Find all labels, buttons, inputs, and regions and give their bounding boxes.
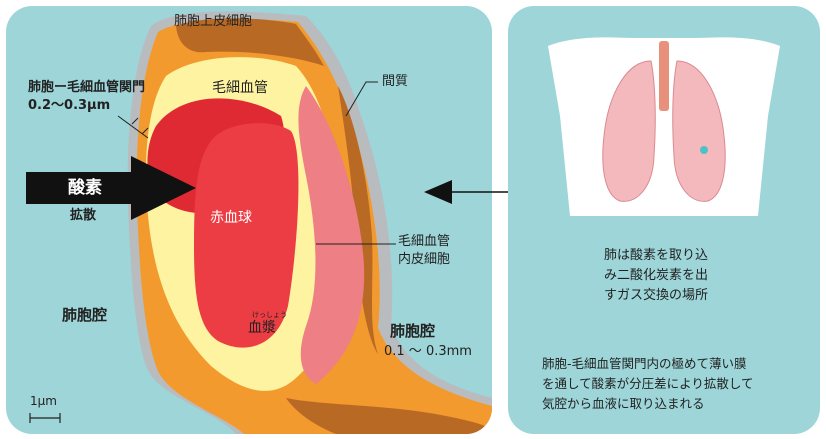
interstitium-label: 間質: [382, 74, 408, 90]
gas-exchange-desc-line3: 気腔から血液に取り込まれる: [542, 396, 705, 412]
trachea-shape: [659, 41, 669, 111]
diffusion-label: 拡散: [70, 208, 96, 224]
capillary-label: 毛細血管: [212, 80, 268, 98]
plasma-label: 血漿: [248, 320, 276, 338]
lung-caption-line3: すガス交換の場所: [604, 288, 708, 304]
gas-exchange-desc-line1: 肺胞-毛細血管関門内の極めて薄い膜: [542, 356, 747, 372]
alveolar-space-left-label: 肺胞腔: [62, 306, 107, 325]
oxygen-label: 酸素: [68, 178, 102, 199]
alveolar-space-right-label: 肺胞腔: [390, 322, 435, 341]
plasma-ruby-label: けっしょう: [252, 311, 287, 320]
lung-info-panel: 肺は酸素を取り込 み二酸化炭素を出 すガス交換の場所 肺胞-毛細血管関門内の極め…: [508, 6, 820, 434]
endothelium-label-line2: 内皮細胞: [398, 252, 450, 268]
scale-bar-label: 1μm: [30, 394, 57, 409]
endothelium-label-line1: 毛細血管: [398, 234, 450, 250]
lung-caption-line2: み二酸化炭素を出: [604, 268, 708, 284]
barrier-title-label: 肺胞ー毛細血管関門: [28, 80, 145, 96]
rbc-label: 赤血球: [210, 210, 252, 228]
alveolus-marker-icon: [700, 146, 708, 154]
alveolus-diagram-panel: 肺胞上皮細胞 肺胞ー毛細血管関門 0.2〜0.3μm 毛細血管 間質 酸素 拡散…: [6, 6, 492, 434]
barrier-thickness-label: 0.2〜0.3μm: [28, 98, 110, 114]
gas-exchange-desc-line2: を通して酸素が分圧差により拡散して: [542, 376, 754, 392]
alveolar-space-size-label: 0.1 〜 0.3mm: [384, 344, 472, 360]
lung-caption-line1: 肺は酸素を取り込: [604, 248, 708, 264]
alveolar-epithelium-label: 肺胞上皮細胞: [174, 14, 252, 30]
